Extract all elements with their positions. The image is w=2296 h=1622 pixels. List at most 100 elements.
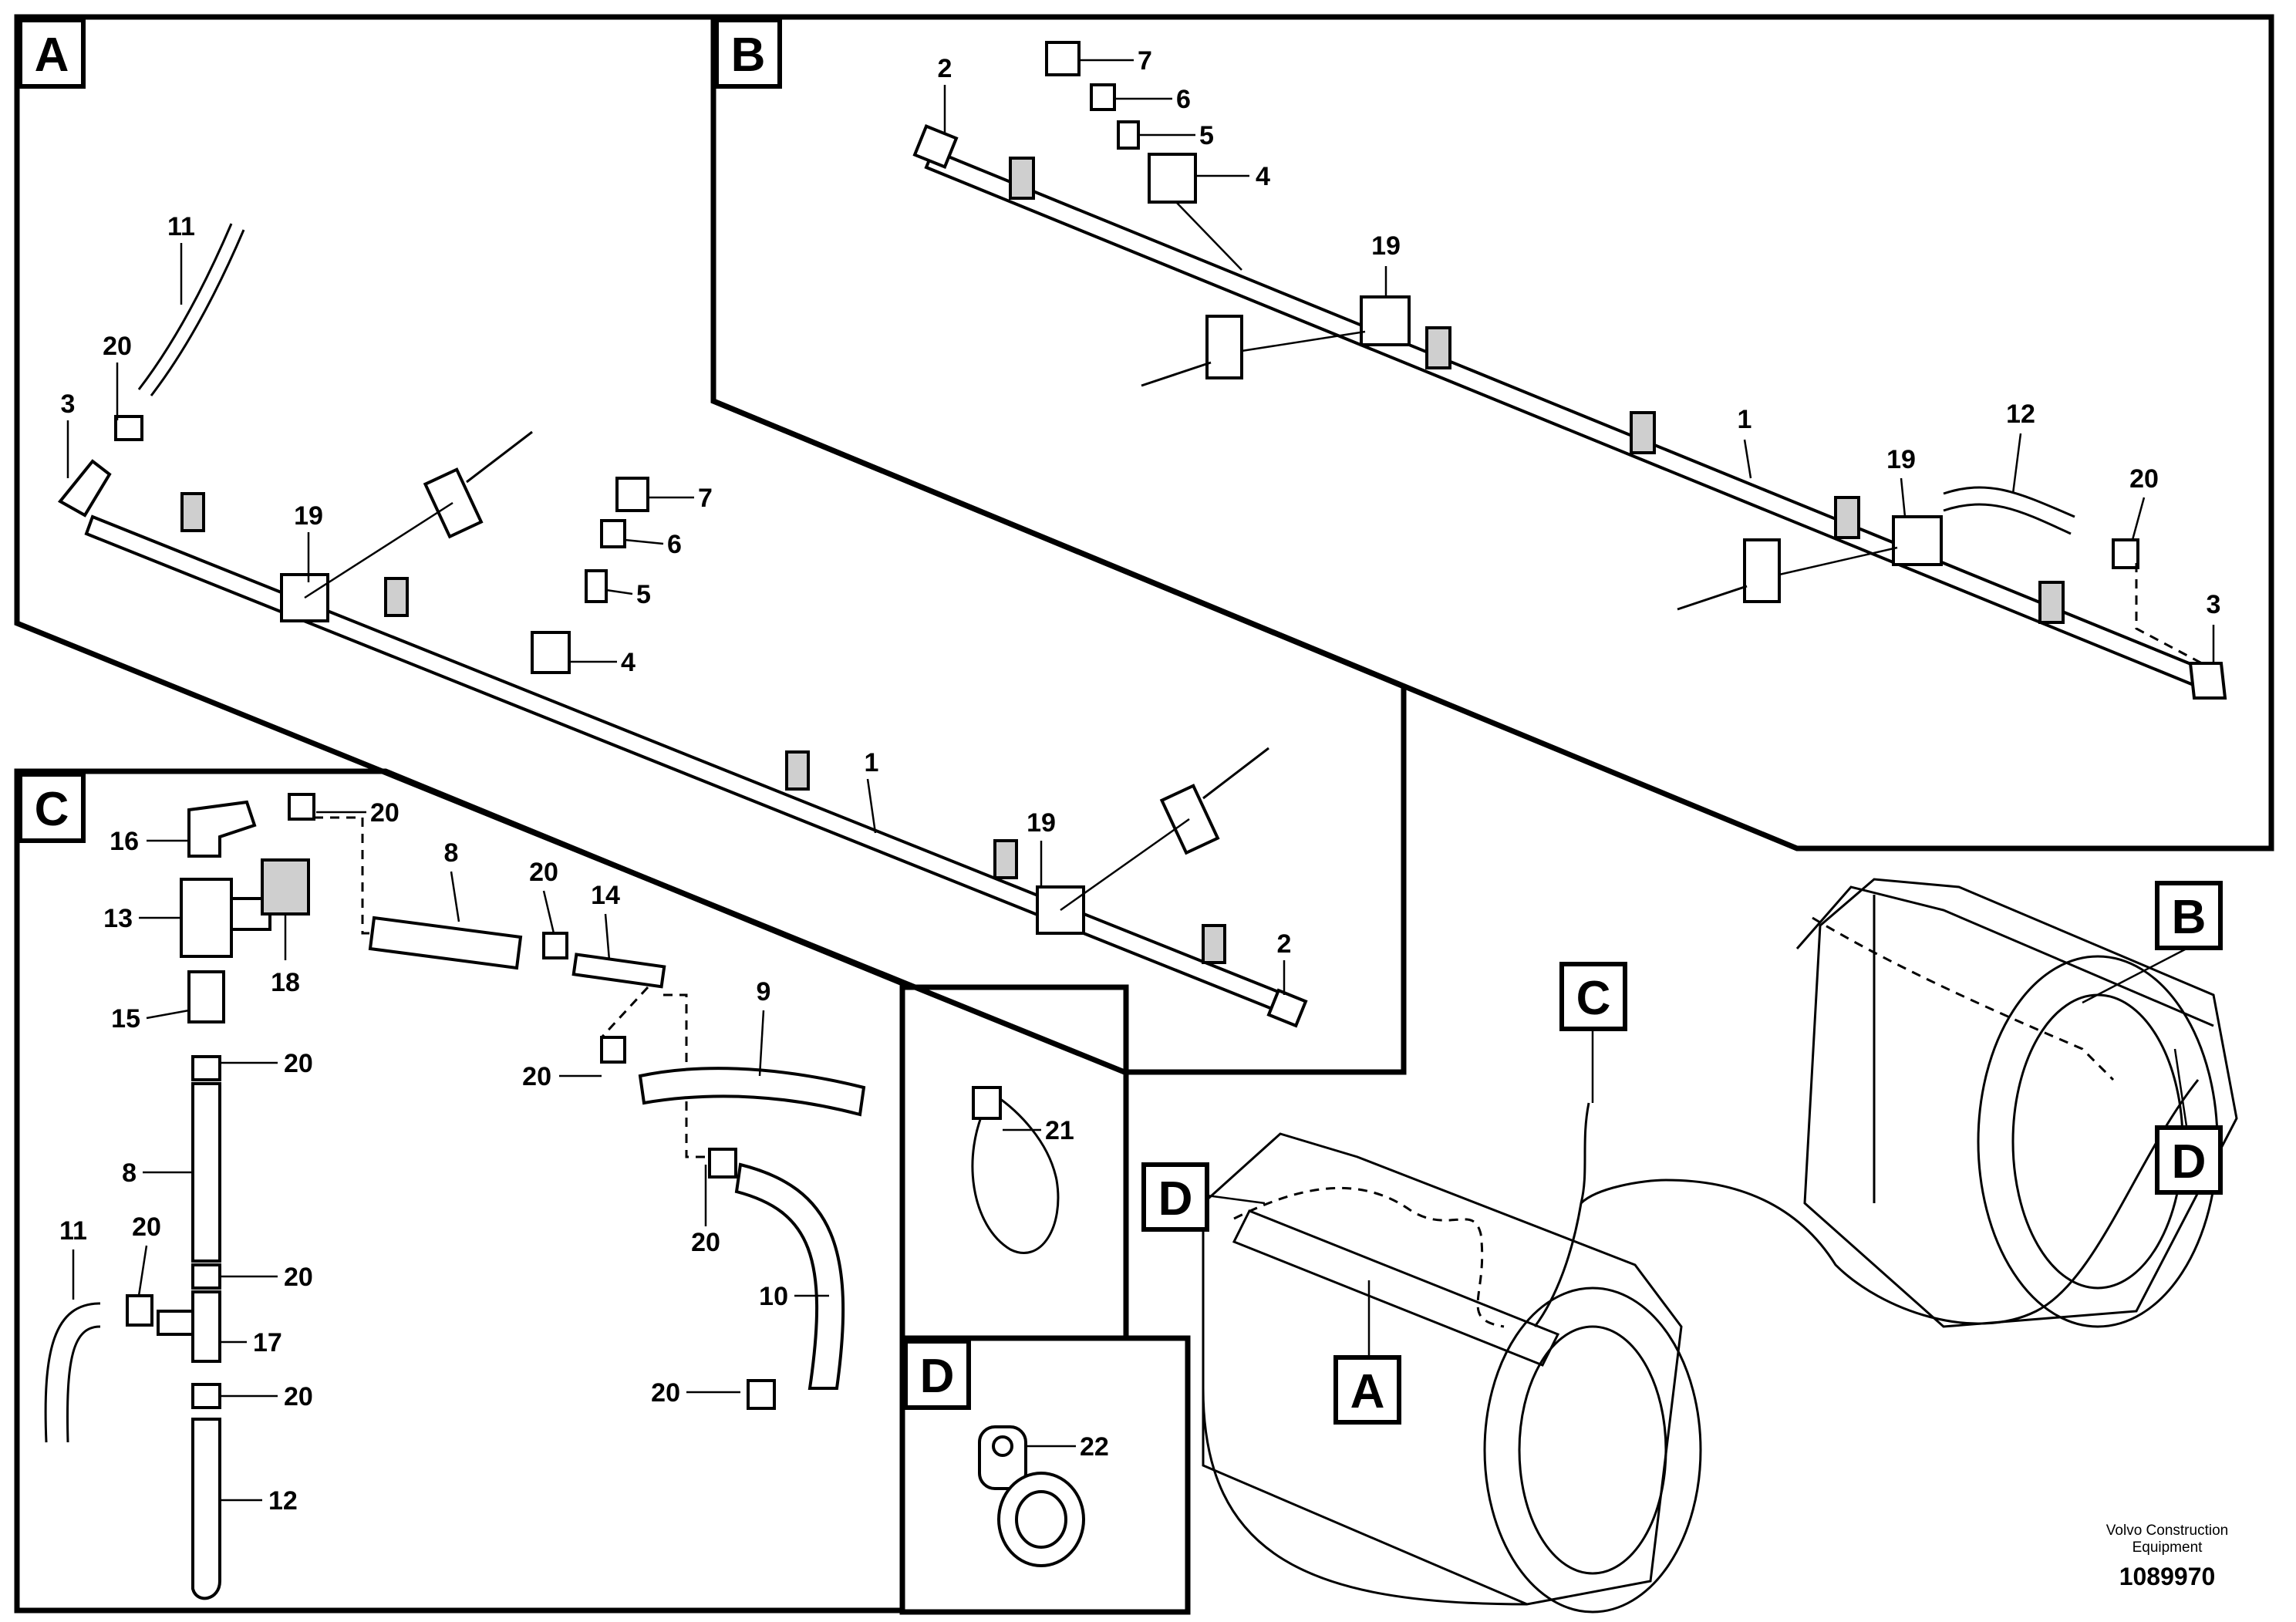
nozzles-b (1009, 157, 2065, 624)
overview-tag-c: C (1576, 972, 1611, 1025)
overview-machine: B C D D A (1141, 878, 2238, 1614)
hose-12 (1943, 486, 2075, 518)
section-b-tag: B (731, 29, 766, 82)
nozzles-a (180, 492, 1226, 964)
hose-10 (734, 1162, 845, 1390)
mounting-plate (1743, 538, 1781, 603)
callout-c-16: 16 (110, 827, 139, 856)
callout-c-20f: 20 (284, 1263, 313, 1292)
callout-b-5: 5 (1199, 121, 1214, 150)
callout-b-7: 7 (1138, 46, 1152, 76)
callout-a-5: 5 (636, 580, 651, 609)
footer-company-line2: Equipment (2132, 1539, 2203, 1556)
clamp-20 (600, 1036, 626, 1064)
callout-b-19b: 19 (1886, 445, 1916, 474)
cable-tie-frame (899, 984, 1129, 1341)
hose-route-a (1233, 1186, 1505, 1328)
callout-c-20b: 20 (529, 858, 558, 887)
p-clamp-22 (978, 1425, 1085, 1567)
hose-8 (368, 916, 523, 970)
callout-c-8: 8 (444, 838, 459, 868)
tee-17 (191, 1290, 221, 1363)
overview-tag-d2-box (2155, 1125, 2223, 1195)
section-d-tag: D (920, 1350, 955, 1403)
overview-tag-b: B (2172, 891, 2207, 944)
bolt (1141, 361, 1212, 387)
hose-8 (191, 1082, 221, 1263)
callout-b-12: 12 (2006, 400, 2035, 429)
clamp-20 (126, 1294, 153, 1327)
elbow-16 (187, 800, 257, 858)
section-a-tag: A (35, 29, 69, 82)
overview-tag-d1: D (1158, 1172, 1193, 1226)
section-c-tag: C (35, 783, 69, 836)
nozzle-cap-7 (615, 477, 649, 512)
callout-b-20: 20 (2129, 464, 2159, 494)
callout-c-20i: 20 (651, 1378, 680, 1408)
nipple-15 (187, 970, 225, 1023)
overview-tag-a: A (1350, 1365, 1385, 1418)
callout-c-10: 10 (759, 1282, 788, 1311)
mounting-plate (1205, 315, 1243, 379)
callout-b-1: 1 (1738, 405, 1752, 434)
callout-c-15: 15 (111, 1004, 140, 1034)
hose-route-b (1812, 916, 2115, 1081)
clamp-20 (288, 793, 315, 821)
hose-11 (137, 223, 233, 390)
callout-c-17: 17 (253, 1328, 282, 1357)
callout-b-19: 19 (1371, 231, 1401, 261)
callout-c-9: 9 (757, 977, 771, 1007)
cable-run (1580, 1079, 2200, 1325)
footer: Volvo Construction Equipment 1089970 (2106, 1523, 2228, 1590)
callout-c-20d: 20 (522, 1062, 551, 1091)
nozzle-holder-4 (531, 631, 571, 674)
section-c: C (14, 768, 905, 1614)
nozzle-cap-7 (1045, 41, 1081, 76)
overview-tag-a-box (1333, 1355, 1401, 1425)
callout-clip-21: 21 (1045, 1116, 1074, 1145)
hose-11 (44, 1302, 101, 1443)
overview-tag-d2: D (2172, 1135, 2207, 1189)
section-b-tag-box (714, 18, 782, 89)
hose-9 (638, 1067, 866, 1117)
footer-company-line1: Volvo Construction (2106, 1523, 2228, 1539)
bolt (1677, 585, 1748, 611)
section-a-tag-box (18, 18, 86, 89)
section-c-tag-box (18, 772, 86, 843)
bracket-19 (1360, 295, 1411, 346)
end-cap-2 (912, 123, 959, 170)
section-b-frame (710, 14, 2274, 851)
section-d: D 22 (899, 1335, 1191, 1615)
clamp-20 (191, 1055, 221, 1081)
section-cable-tie: 21 (899, 984, 1129, 1341)
tip-5 (1117, 120, 1140, 150)
drawing-number: 1089970 (2119, 1563, 2216, 1590)
callout-a-1: 1 (865, 748, 879, 777)
callout-b-3: 3 (2207, 590, 2221, 619)
tee-13 (180, 878, 233, 958)
callout-c-8b: 8 (122, 1158, 137, 1188)
callout-c-18: 18 (271, 968, 300, 997)
callout-a-2: 2 (1277, 929, 1292, 959)
overview-tag-b-box (2155, 881, 2223, 950)
callout-a-7: 7 (698, 484, 713, 513)
callout-a-6: 6 (667, 530, 682, 559)
overview-tag-c-box (1559, 962, 1627, 1031)
gasket-6 (1090, 83, 1116, 111)
section-d-frame (899, 1335, 1191, 1615)
callout-c-14: 14 (591, 881, 620, 910)
callout-a-20: 20 (103, 332, 132, 361)
callout-b-4: 4 (1256, 162, 1270, 191)
feed-line-c (1533, 1102, 1590, 1327)
callout-c-12: 12 (268, 1486, 298, 1516)
clamp-20 (2112, 538, 2139, 569)
clamp-20 (708, 1148, 737, 1179)
front-drum (1202, 1132, 1702, 1614)
bolt (466, 430, 533, 484)
clamp-20 (747, 1379, 776, 1410)
callout-c-13: 13 (103, 904, 133, 933)
coupling-14 (571, 953, 666, 989)
overview-tag-d1-box (1141, 1162, 1209, 1232)
section-a: A (14, 14, 1407, 1075)
